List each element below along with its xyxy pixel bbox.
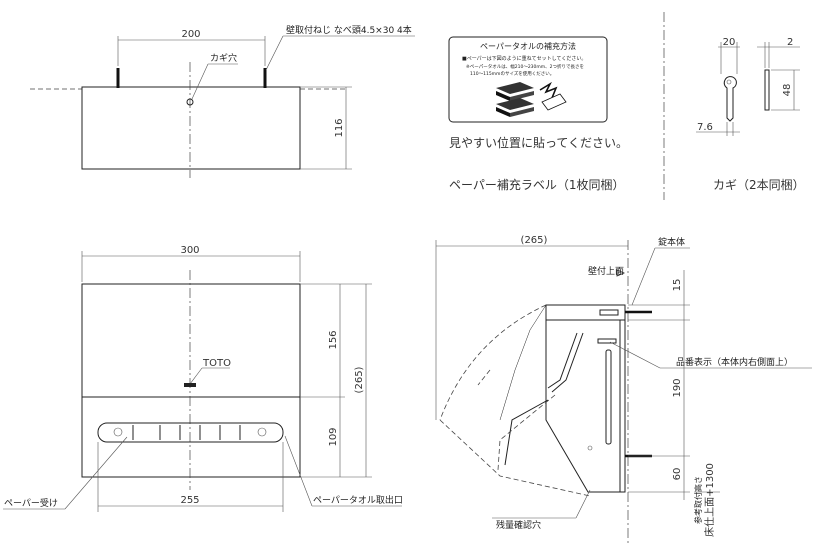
- key-dim-length: 48: [782, 84, 793, 97]
- key-shape: [723, 76, 737, 122]
- top-view: 200 壁取付ねじ なべ頭4.5×30 4本 カギ穴 116: [30, 24, 415, 178]
- sticker-title: ペーパータオルの補充方法: [480, 41, 576, 51]
- front-dim-width: 300: [180, 245, 199, 256]
- sticker-line1: ■ペーパーは下図のように重ねてセットしてください。: [462, 55, 586, 62]
- side-dim-190: 190: [672, 378, 683, 397]
- paper-stack-illustration: [496, 81, 567, 117]
- top-view-body: [81, 86, 301, 170]
- refill-label-sticker: ペーパータオルの補充方法 ■ペーパーは下図のように重ねてセットしてください。 ※…: [448, 36, 628, 192]
- front-dim-lower: 109: [328, 427, 339, 446]
- side-dim-15: 15: [672, 279, 683, 292]
- key-dim-width: 20: [723, 37, 736, 48]
- sticker-caption: ペーパー補充ラベル（1枚同梱）: [449, 177, 625, 192]
- lock-body-label: 錠本体: [658, 236, 685, 248]
- front-view: 300 TOTO 255 156 109 (265) ペーパー受け: [3, 245, 403, 512]
- paper-rest-label: ペーパー受け: [4, 497, 58, 509]
- dim-top-height: 116: [334, 118, 345, 137]
- screw-label: 壁取付ねじ なべ頭4.5×30 4本: [286, 24, 412, 36]
- key-dim-thickness: 2: [787, 37, 793, 48]
- front-dim-total: (265): [354, 366, 365, 393]
- sticker-note: 見やすい位置に貼ってください。: [449, 135, 628, 150]
- key-hole: [186, 98, 194, 106]
- model-number-label: 品番表示（本体内右側面上）: [676, 356, 793, 368]
- sticker-line3: 110〜115mmのサイズを使用ください。: [470, 70, 554, 77]
- key-side: [764, 69, 770, 111]
- ref-height-label2: 床仕上面+1300: [703, 463, 716, 537]
- dim-screw-spacing: 200: [181, 29, 200, 40]
- key-hole-label: カギ穴: [210, 52, 237, 64]
- front-dim-slot: 255: [180, 495, 199, 506]
- outlet-label: ペーパータオル取出口: [313, 494, 403, 506]
- front-dim-upper: 156: [328, 330, 339, 349]
- paper-outlet-slot: [97, 422, 284, 443]
- side-body: [545, 304, 626, 493]
- check-window: [605, 349, 612, 445]
- lid-swing-arc: [439, 304, 547, 421]
- brand-mark: [184, 383, 196, 387]
- side-view: (265) 15 190 60 参考取付高さ 床仕上面+13: [435, 235, 812, 545]
- front-body: [81, 283, 301, 478]
- key-dim-small: 7.6: [697, 122, 713, 133]
- brand-label: TOTO: [202, 358, 231, 369]
- remaining-check-label: 残量確認穴: [496, 519, 541, 531]
- side-dim-60: 60: [672, 468, 683, 481]
- sticker-line2: ※ペーパータオルは、幅210〜230mm、2つ折りで長さを: [466, 63, 584, 70]
- key-drawing: 20 2 48 7.6 カギ（2本同梱）: [696, 37, 805, 192]
- ref-height-label1: 参考取付高さ: [693, 476, 703, 524]
- sticker-frame: [448, 36, 608, 123]
- side-dim-depth: (265): [521, 235, 548, 246]
- key-caption: カギ（2本同梱）: [713, 178, 805, 192]
- wall-top-label: 壁付上面: [588, 265, 624, 277]
